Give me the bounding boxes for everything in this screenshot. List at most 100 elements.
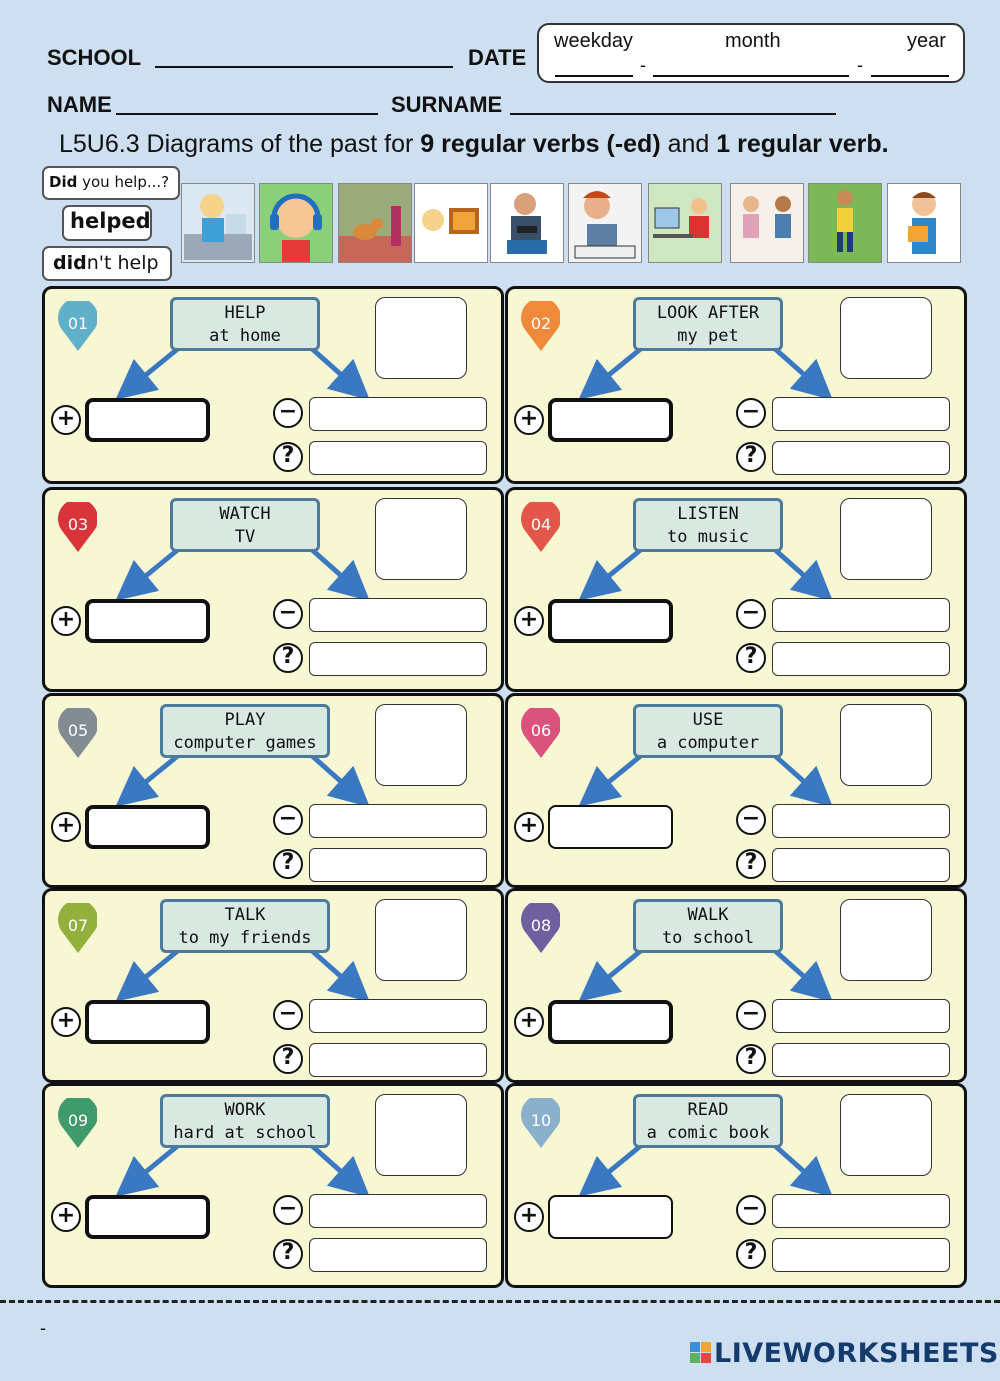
verb-object-text: at home: [209, 326, 281, 346]
number-badge: 09: [58, 1098, 97, 1148]
question-answer-input[interactable]: [772, 1043, 950, 1077]
negative-answer-input[interactable]: [772, 1194, 950, 1228]
number-badge-text: 10: [531, 1111, 551, 1130]
affirmative-answer-input[interactable]: [85, 1000, 210, 1044]
number-badge: 02: [521, 301, 560, 351]
affirmative-answer-input[interactable]: [85, 599, 210, 643]
verb-object-text: TV: [234, 527, 256, 547]
negative-answer-input[interactable]: [772, 804, 950, 838]
picture-drop-box[interactable]: [375, 1094, 467, 1176]
negative-answer-input[interactable]: [772, 598, 950, 632]
boy-reading-comic-picture: [887, 183, 961, 263]
verb-text: LISTEN: [677, 504, 739, 524]
branch-arrows: [115, 345, 370, 401]
question-answer-input[interactable]: [772, 642, 950, 676]
question-answer-input[interactable]: [309, 1043, 487, 1077]
branch-arrows: [115, 947, 370, 1003]
negative-answer-input[interactable]: [772, 999, 950, 1033]
affirmative-answer-input[interactable]: [548, 1000, 673, 1044]
question-icon: ?: [273, 643, 303, 673]
minus-icon: −: [736, 1000, 766, 1030]
verb-text: PLAY: [224, 710, 266, 730]
verb-object-text: computer games: [173, 733, 317, 753]
question-icon: ?: [736, 442, 766, 472]
picture-drop-box[interactable]: [840, 498, 932, 580]
negative-answer-input[interactable]: [309, 598, 487, 632]
question-answer-input[interactable]: [772, 1238, 950, 1272]
affirmative-answer-input[interactable]: [85, 398, 210, 442]
question-answer-input[interactable]: [309, 848, 487, 882]
plus-icon: +: [51, 405, 81, 435]
picture-drop-box[interactable]: [840, 297, 932, 379]
number-badge-text: 01: [68, 314, 88, 333]
date-separator: -: [857, 55, 863, 75]
boy-playing-games-picture: [490, 183, 564, 263]
affirmative-answer-input[interactable]: [548, 599, 673, 643]
picture-drop-box[interactable]: [840, 899, 932, 981]
picture-drop-box[interactable]: [375, 704, 467, 786]
example-negative: didn't help: [42, 246, 172, 281]
plus-icon: +: [514, 405, 544, 435]
plus-icon: +: [514, 1202, 544, 1232]
affirmative-answer-input[interactable]: [548, 1195, 673, 1239]
question-answer-input[interactable]: [772, 848, 950, 882]
cut-line: [0, 1300, 1000, 1303]
branch-arrows: [578, 345, 833, 401]
number-badge-text: 07: [68, 916, 88, 935]
negative-answer-input[interactable]: [309, 1194, 487, 1228]
negative-answer-input[interactable]: [309, 397, 487, 431]
year-field[interactable]: [871, 53, 949, 77]
month-field[interactable]: [653, 53, 849, 77]
branch-arrows: [578, 1142, 833, 1198]
picture-drop-box[interactable]: [840, 1094, 932, 1176]
girl-washing-dishes-picture: [181, 183, 255, 263]
surname-label: SURNAME: [391, 92, 503, 117]
verb-box: PLAY computer games: [160, 704, 330, 758]
question-answer-input[interactable]: [772, 441, 950, 475]
picture-drop-box[interactable]: [840, 704, 932, 786]
affirmative-answer-input[interactable]: [548, 398, 673, 442]
surname-field[interactable]: [510, 113, 836, 115]
picture-drop-box[interactable]: [375, 297, 467, 379]
negative-answer-input[interactable]: [309, 999, 487, 1033]
question-answer-input[interactable]: [309, 1238, 487, 1272]
number-badge-text: 03: [68, 515, 88, 534]
verb-text: TALK: [224, 905, 266, 925]
liveworksheets-logo-icon: [690, 1340, 712, 1363]
negative-answer-input[interactable]: [772, 397, 950, 431]
plus-icon: +: [51, 606, 81, 636]
negative-answer-input[interactable]: [309, 804, 487, 838]
verb-text: READ: [687, 1100, 729, 1120]
question-answer-input[interactable]: [309, 642, 487, 676]
question-icon: ?: [273, 849, 303, 879]
branch-arrows: [115, 546, 370, 602]
date-separator: -: [640, 55, 646, 75]
month-label: month: [725, 30, 781, 52]
branch-arrows: [578, 752, 833, 808]
weekday-field[interactable]: [555, 53, 633, 77]
number-badge-text: 05: [68, 721, 88, 740]
name-field[interactable]: [116, 113, 378, 115]
school-field[interactable]: [155, 66, 453, 68]
affirmative-answer-input[interactable]: [85, 805, 210, 849]
cat-pet-picture: [338, 183, 412, 263]
affirmative-answer-input[interactable]: [85, 1195, 210, 1239]
boy-using-computer-picture: [648, 183, 722, 263]
question-icon: ?: [273, 1239, 303, 1269]
verb-text: WALK: [687, 905, 729, 925]
brand-name: LIVEWORKSHEETS: [714, 1338, 999, 1369]
question-answer-input[interactable]: [309, 441, 487, 475]
affirmative-answer-input[interactable]: [548, 805, 673, 849]
plus-icon: +: [514, 1007, 544, 1037]
picture-drop-box[interactable]: [375, 498, 467, 580]
picture-drop-box[interactable]: [375, 899, 467, 981]
